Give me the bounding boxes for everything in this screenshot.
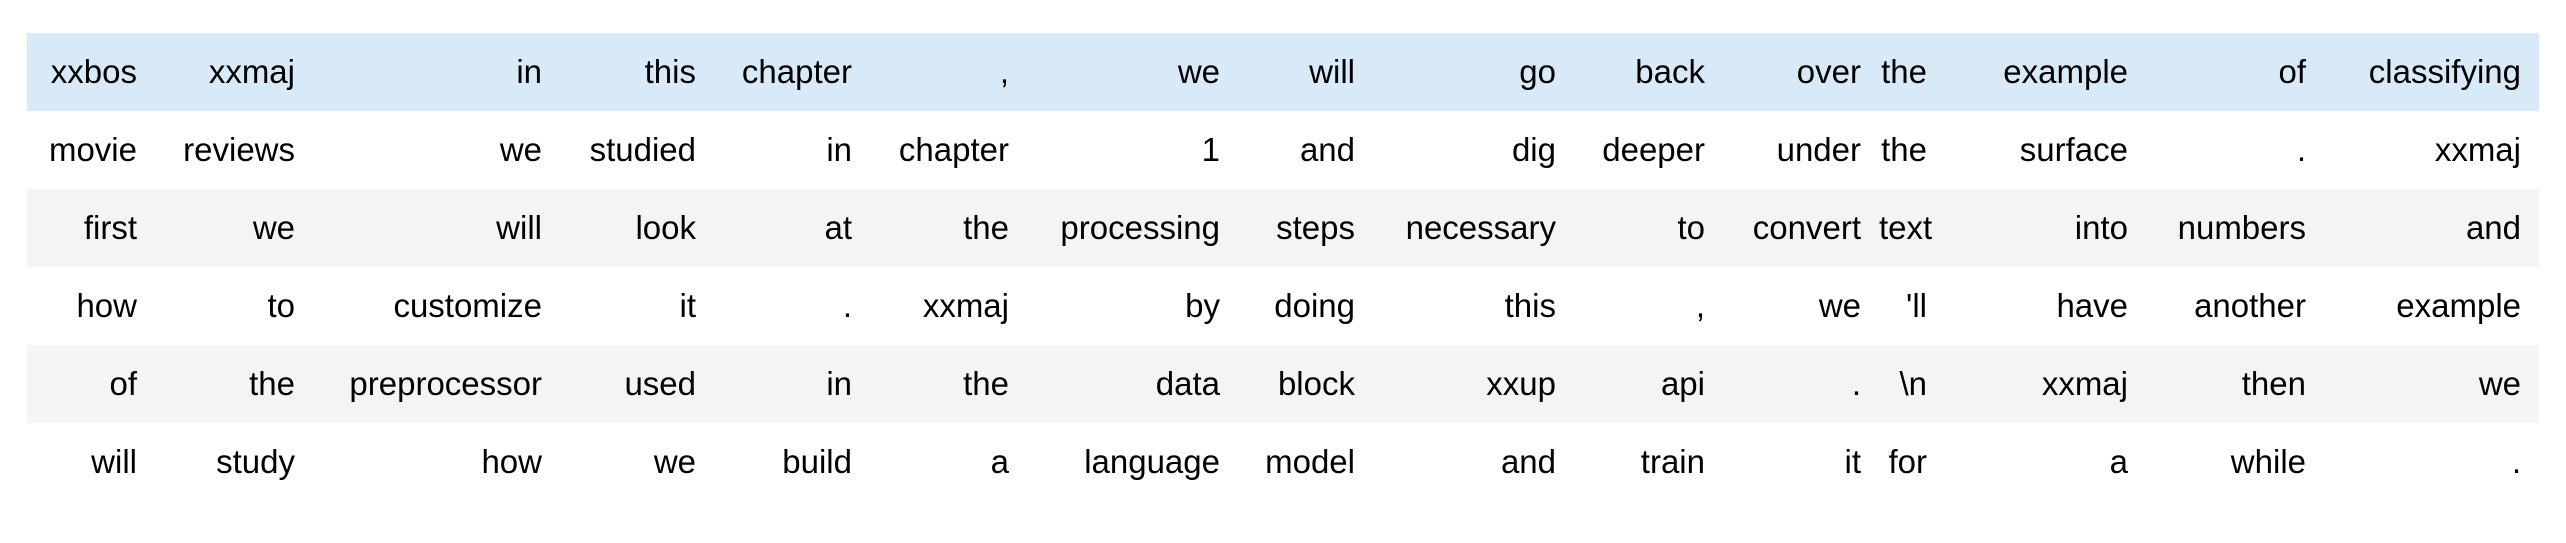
token-cell: xxmaj: [2041, 365, 2128, 402]
token-cell: in: [826, 131, 852, 168]
token-cell: steps: [1276, 209, 1355, 246]
token-cell: classifying: [2368, 53, 2521, 90]
token-cell: go: [1519, 53, 1556, 90]
token-cell: have: [2056, 287, 2128, 324]
token-cell: ,: [999, 53, 1009, 90]
table-row: movie reviews we studied in chapter 1 and dig dee…: [27, 111, 2539, 189]
token-cell: will: [496, 209, 542, 246]
token-cell: and: [1500, 443, 1556, 480]
token-cell: the: [1881, 53, 1927, 90]
table-row: first we will look at the processing steps neces…: [27, 189, 2539, 267]
token-cell: how: [481, 443, 542, 480]
token-cell: preprocessor: [349, 365, 542, 402]
token-cell: in: [826, 365, 852, 402]
token-cell: xxmaj: [922, 287, 1009, 324]
token-cell: .: [1851, 365, 1861, 402]
token-cell: .: [842, 287, 852, 324]
token-cell: we: [499, 131, 542, 168]
token-cell: will: [1309, 53, 1355, 90]
token-cell: build: [782, 443, 852, 480]
token-cell: study: [216, 443, 295, 480]
token-cell: studied: [589, 131, 696, 168]
token-cell: xxbos: [50, 53, 137, 90]
token-cell: first: [83, 209, 137, 246]
token-cell: of: [109, 365, 137, 402]
token-cell: over: [1796, 53, 1861, 90]
token-table-container: xxbos xxmaj in this chapter, we will go back over…: [27, 33, 2539, 501]
table-row: how to customize it. xxmaj by doing this, we 'll h…: [27, 267, 2539, 345]
token-cell: in: [516, 53, 542, 90]
token-cell: data: [1155, 365, 1220, 402]
token-cell: the: [963, 209, 1009, 246]
token-cell: into: [2074, 209, 2128, 246]
token-cell: the: [249, 365, 295, 402]
token-table-body: xxbos xxmaj in this chapter, we will go back over…: [27, 33, 2539, 501]
token-cell: by: [1185, 287, 1220, 324]
token-cell: of: [2278, 53, 2306, 90]
token-cell: doing: [1274, 287, 1355, 324]
token-cell: reviews: [183, 131, 295, 168]
token-cell: necessary: [1405, 209, 1556, 246]
token-cell: language: [1084, 443, 1220, 480]
token-cell: deeper: [1602, 131, 1705, 168]
token-cell: will: [91, 443, 137, 480]
token-cell: and: [1299, 131, 1355, 168]
token-cell: text: [1879, 209, 1933, 246]
token-cell: this: [1504, 287, 1556, 324]
token-cell: api: [1660, 365, 1705, 402]
table-row: of the preprocessor used in the data block xxup a…: [27, 345, 2539, 423]
token-cell: and: [2465, 209, 2521, 246]
token-cell: xxmaj: [208, 53, 295, 90]
token-cell: example: [2396, 287, 2521, 324]
token-cell: for: [1888, 443, 1927, 480]
token-cell: a: [2109, 443, 2128, 480]
token-cell: how: [76, 287, 137, 324]
token-cell: while: [2230, 443, 2306, 480]
token-cell: \n: [1899, 365, 1927, 402]
token-cell: .: [2296, 131, 2306, 168]
table-row: will study how we build a language model and trai…: [27, 423, 2539, 501]
token-cell: train: [1640, 443, 1705, 480]
token-cell: used: [624, 365, 696, 402]
token-table: xxbos xxmaj in this chapter, we will go back over…: [27, 33, 2539, 501]
token-cell: under: [1776, 131, 1861, 168]
token-cell: a: [990, 443, 1009, 480]
token-cell: processing: [1060, 209, 1220, 246]
token-cell: the: [1881, 131, 1927, 168]
token-cell: to: [267, 287, 295, 324]
token-cell: movie: [48, 131, 137, 168]
token-cell: chapter: [898, 131, 1009, 168]
token-cell: then: [2241, 365, 2306, 402]
token-cell: numbers: [2177, 209, 2306, 246]
token-cell: we: [653, 443, 696, 480]
token-cell: we: [1818, 287, 1861, 324]
token-cell: chapter: [741, 53, 852, 90]
table-row: xxbos xxmaj in this chapter, we will go back over…: [27, 33, 2539, 111]
token-cell: ,: [1695, 287, 1705, 324]
token-cell: customize: [393, 287, 542, 324]
token-cell: we: [252, 209, 295, 246]
token-cell: dig: [1511, 131, 1556, 168]
token-cell: look: [635, 209, 696, 246]
token-cell: at: [824, 209, 852, 246]
token-cell: xxmaj: [2434, 131, 2521, 168]
token-cell: we: [2478, 365, 2521, 402]
token-cell: it: [679, 287, 697, 324]
token-cell: it: [1844, 443, 1862, 480]
token-cell: to: [1677, 209, 1705, 246]
token-cell: example: [2003, 53, 2128, 90]
token-cell: block: [1277, 365, 1355, 402]
token-cell: back: [1635, 53, 1705, 90]
token-cell: model: [1265, 443, 1355, 480]
token-cell: another: [2194, 287, 2306, 324]
token-cell: we: [1177, 53, 1220, 90]
token-cell: 'll: [1906, 287, 1927, 324]
token-cell: convert: [1752, 209, 1861, 246]
token-cell: the: [963, 365, 1009, 402]
token-cell: .: [2511, 443, 2521, 480]
token-cell: surface: [2019, 131, 2128, 168]
token-cell: this: [644, 53, 696, 90]
token-cell: xxup: [1486, 365, 1556, 402]
token-cell: 1: [1201, 131, 1220, 168]
